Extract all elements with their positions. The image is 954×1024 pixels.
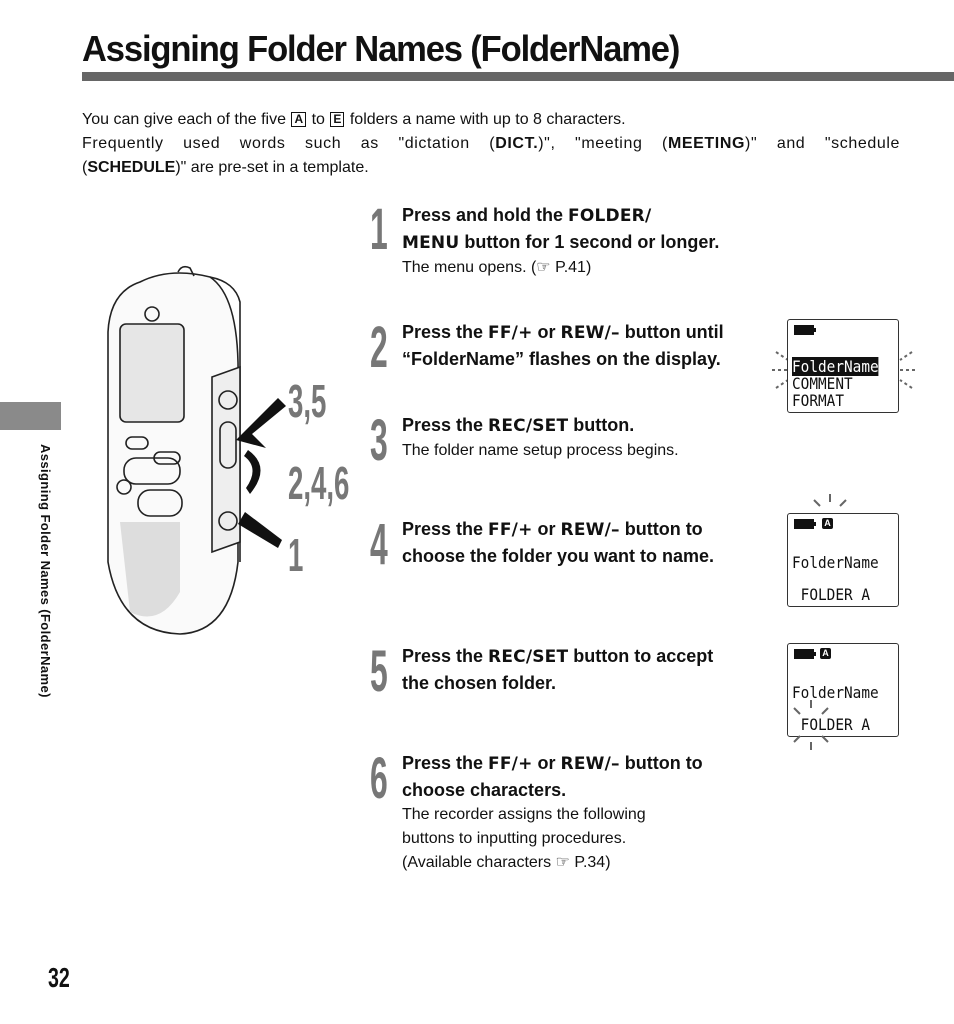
- step-text: button to accept the chosen folder.: [402, 646, 714, 693]
- step-body: The menu opens. (☞ P.41): [402, 259, 592, 276]
- step-1: Press and hold the FOLDER/MENU button fo…: [402, 202, 742, 280]
- folder-icon: A: [822, 518, 833, 529]
- lcd-line-2: COMMENT: [792, 374, 853, 393]
- lcd-line-3: FORMAT: [792, 391, 845, 410]
- step-5: Press the REC/SET button to accept the c…: [402, 643, 732, 696]
- lcd-line-2: FOLDER A: [792, 585, 871, 604]
- step-heading: Press the FF/+ or REW/– button to choose…: [402, 516, 752, 569]
- lcd-display-2: A FolderName FOLDER A: [787, 513, 899, 607]
- recorder-illustration: [107, 265, 286, 635]
- step-text: Press the: [402, 753, 489, 773]
- intro-line-3: (SCHEDULE)" are pre-set in a template.: [82, 156, 900, 180]
- arrow-1: [238, 512, 282, 548]
- key-ff: FF/+: [488, 323, 533, 343]
- step-text: button until “FolderName” flashes on the…: [402, 322, 724, 369]
- step-text: Press and hold the: [402, 205, 569, 225]
- folder-icon: A: [820, 648, 831, 659]
- key-rew: REW/–: [560, 754, 620, 774]
- key-ff: FF/+: [488, 520, 533, 540]
- step-number: 6: [370, 746, 388, 811]
- key-ff: FF/+: [488, 754, 533, 774]
- battery-icon: [794, 649, 816, 659]
- intro-line-2: Frequently used words such as "dictation…: [82, 132, 900, 156]
- key-rec-set: REC/SET: [488, 416, 569, 436]
- step-heading: Press the REC/SET button to accept the c…: [402, 643, 732, 696]
- side-tab-label: Assigning Folder Names (FolderName): [38, 444, 53, 698]
- intro-line-1: You can give each of the five A to E fol…: [82, 108, 900, 132]
- key-rew: REW/–: [560, 520, 620, 540]
- lcd-display-1: FolderName COMMENT FORMAT: [787, 319, 899, 413]
- step-heading: Press the REC/SET button.: [402, 412, 762, 439]
- step-text: button.: [568, 415, 635, 435]
- intro-text-part: Frequently used words such as "dictation…: [82, 135, 496, 152]
- keyword-meeting: MEETING: [667, 135, 746, 152]
- step-heading: Press the FF/+ or REW/– button until “Fo…: [402, 319, 762, 372]
- intro-text-part: (: [82, 159, 88, 176]
- step-6: Press the FF/+ or REW/– button to choose…: [402, 750, 752, 875]
- step-text: or: [532, 322, 561, 342]
- lcd-highlight: FolderName: [792, 357, 879, 376]
- step-text: button to choose characters.: [402, 753, 703, 800]
- lcd-line-1: FolderName: [792, 683, 879, 702]
- key-menu: MENU: [402, 233, 460, 253]
- callout-2-4-6: 2,4,6: [288, 457, 350, 509]
- arrow-3-5: [236, 398, 286, 448]
- lcd-line-2: FOLDER A: [792, 715, 871, 734]
- step-heading: Press the FF/+ or REW/– button to choose…: [402, 750, 752, 803]
- step-heading: Press and hold the FOLDER/MENU button fo…: [402, 202, 742, 256]
- folder-e-box: E: [330, 112, 345, 127]
- step-body: The folder name setup process begins.: [402, 442, 679, 459]
- step-body-1: The recorder assigns the following: [402, 806, 646, 823]
- step-text: or: [532, 753, 561, 773]
- step-text: Press the: [402, 415, 489, 435]
- step-3: Press the REC/SET button. The folder nam…: [402, 412, 762, 463]
- step-number: 3: [370, 408, 388, 473]
- battery-icon: [794, 325, 816, 335]
- step-text: Press the: [402, 646, 489, 666]
- intro-text-part: You can give each of the five: [82, 111, 286, 128]
- keyword-dict: DICT.: [495, 135, 539, 152]
- intro-text-part: )" are pre-set in a template.: [175, 159, 369, 176]
- flash-rays-1: [772, 351, 917, 389]
- step-number: 5: [370, 639, 388, 704]
- folder-a-box: A: [291, 112, 307, 127]
- key-folder: FOLDER/: [568, 206, 652, 226]
- step-number: 2: [370, 315, 388, 380]
- page-number: 32: [48, 962, 70, 993]
- intro-text-part: to: [311, 111, 325, 128]
- step-number: 4: [370, 512, 388, 577]
- intro-text-part: folders a name with up to 8 characters.: [349, 111, 626, 128]
- step-2: Press the FF/+ or REW/– button until “Fo…: [402, 319, 762, 372]
- intro-text-part: )" and "schedule: [745, 135, 900, 152]
- lcd-display-3: A FolderName FOLDER A: [787, 643, 899, 737]
- step-text: or: [532, 519, 561, 539]
- step-text: button for 1 second or longer.: [459, 232, 720, 252]
- step-number: 1: [370, 197, 388, 262]
- callout-3-5: 3,5: [288, 375, 327, 427]
- step-4: Press the FF/+ or REW/– button to choose…: [402, 516, 752, 569]
- intro-text: You can give each of the five A to E fol…: [82, 108, 900, 180]
- flash-rays-3: [793, 700, 829, 750]
- side-tab: [0, 402, 61, 430]
- key-rec-set: REC/SET: [488, 647, 569, 667]
- key-rew: REW/–: [560, 323, 620, 343]
- battery-icon: [794, 519, 816, 529]
- step-text: Press the: [402, 519, 489, 539]
- intro-text-part: )", "meeting (: [538, 135, 668, 152]
- lcd-line-1: FolderName: [792, 553, 879, 572]
- step-text: button to choose the folder you want to …: [402, 519, 715, 566]
- step-body-2: buttons to inputting procedures.: [402, 830, 627, 847]
- title-rule: [82, 72, 954, 81]
- keyword-schedule: SCHEDULE: [87, 159, 176, 176]
- step-body-3: (Available characters ☞ P.34): [402, 854, 611, 871]
- page-title: Assigning Folder Names (FolderName): [82, 28, 680, 69]
- step-text: Press the: [402, 322, 489, 342]
- lcd-line-1: FolderName: [792, 357, 879, 376]
- callout-1: 1: [288, 529, 304, 581]
